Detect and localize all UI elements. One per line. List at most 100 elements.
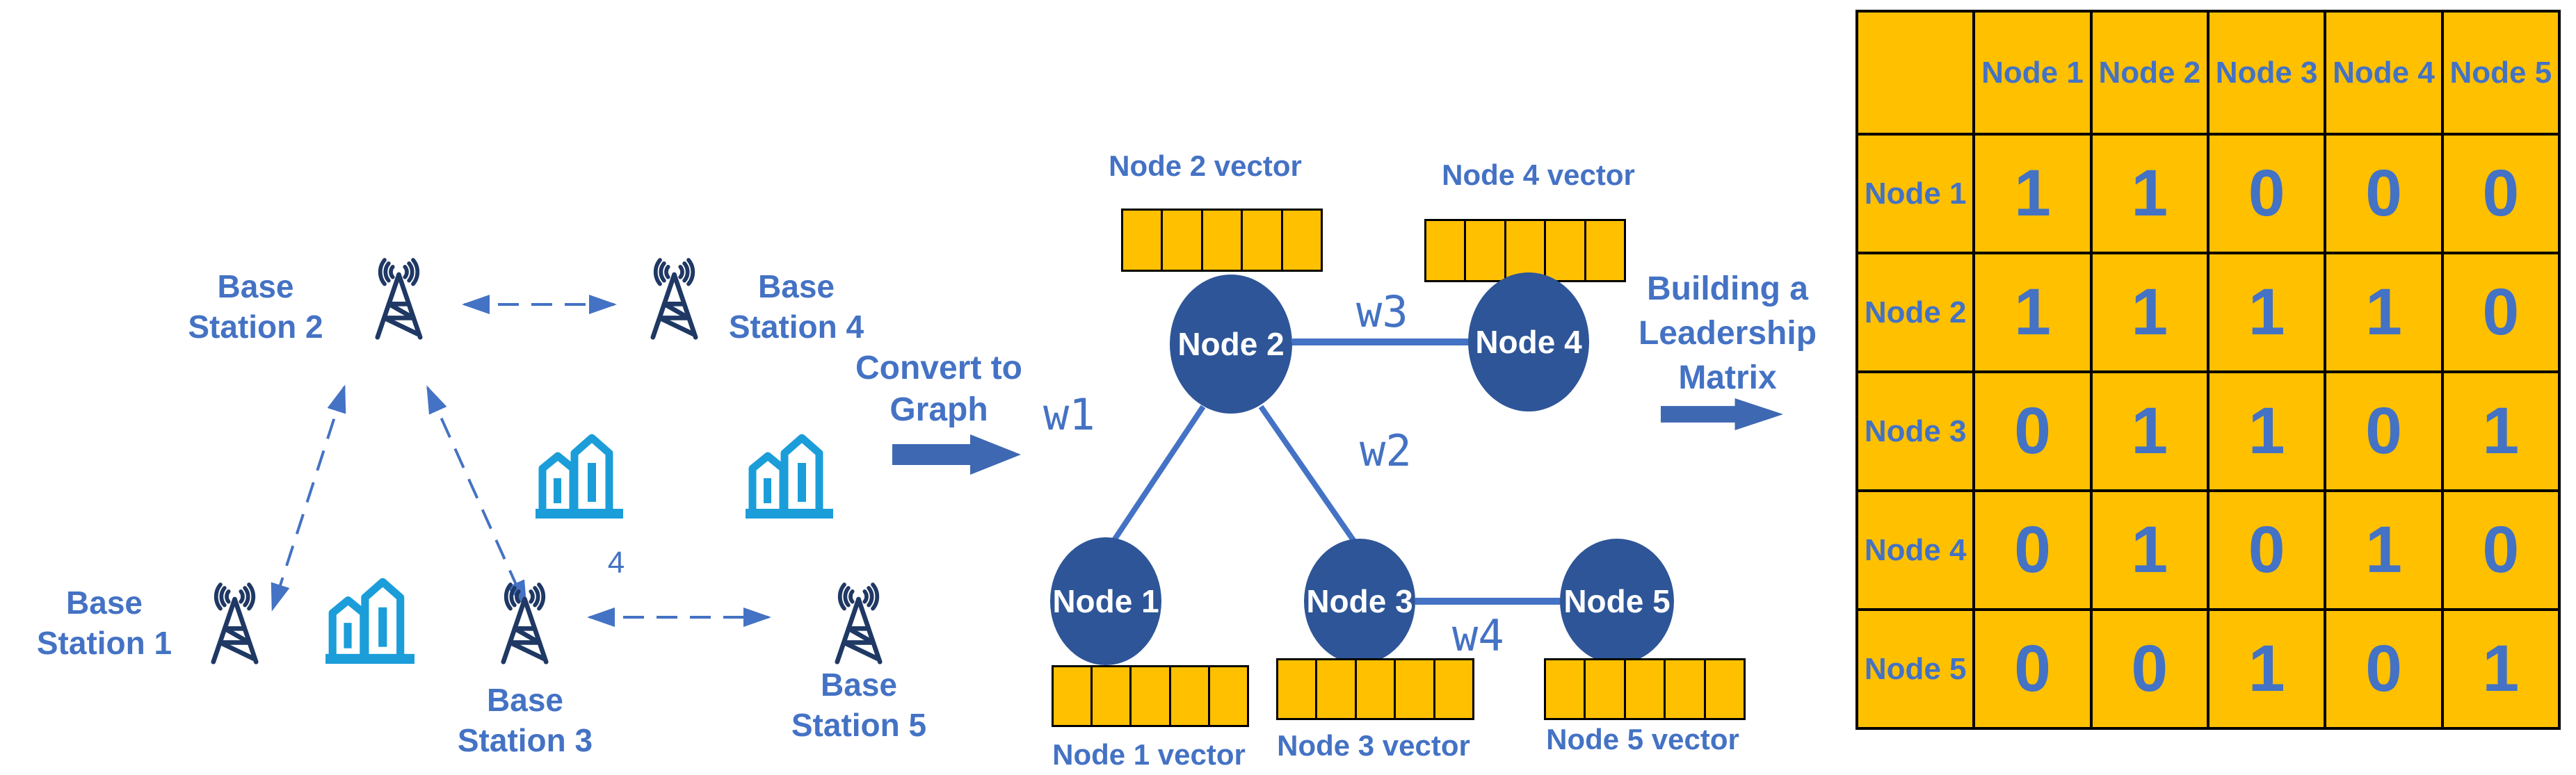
edge-w2-label: w2	[1360, 425, 1412, 476]
base-station-4-line1: Base	[758, 268, 835, 304]
matrix-row-header: Node 1	[1858, 136, 1973, 252]
matrix-value-cell: 1	[2092, 136, 2207, 252]
matrix-value-cell: 0	[1975, 373, 2090, 489]
vector-cell	[1054, 667, 1091, 725]
buildings-icon	[534, 424, 625, 521]
node-3-vector	[1276, 658, 1474, 720]
graph-node-2: Node 2	[1170, 275, 1292, 414]
matrix-value-cell: 0	[2209, 492, 2324, 608]
matrix-value-cell: 1	[2092, 373, 2207, 489]
vector-cell	[1243, 211, 1281, 270]
base-station-5-line2: Station 5	[791, 707, 927, 743]
node-2-vector	[1121, 209, 1323, 272]
base-station-2-line2: Station 2	[188, 309, 323, 345]
vector-cell	[1666, 660, 1704, 718]
node-4-vector-label: Node 4 vector	[1442, 158, 1635, 191]
node-5-vector-label: Node 5 vector	[1546, 723, 1739, 756]
matrix-value-cell: 1	[2326, 254, 2441, 370]
matrix-value-cell: 0	[2326, 373, 2441, 489]
graph-edges	[1110, 338, 1561, 605]
node-1-vector-label: Node 1 vector	[1052, 738, 1246, 771]
base-station-5-label: Base Station 5	[772, 664, 946, 745]
vector-cell	[1426, 221, 1465, 280]
vector-cell	[1317, 660, 1355, 718]
vector-cell	[1356, 660, 1394, 718]
edge-w3-label: w3	[1356, 286, 1408, 337]
edge-w4-label: w4	[1452, 610, 1504, 661]
base-station-3-line2: Station 3	[457, 722, 593, 758]
convert-line2: Graph	[889, 391, 988, 428]
matrix-value-cell: 1	[2092, 254, 2207, 370]
vector-cell	[1163, 211, 1201, 270]
matrix-value-cell: 0	[2443, 492, 2558, 608]
matrix-value-cell: 1	[2092, 492, 2207, 608]
matrix-value-cell: 0	[2443, 136, 2558, 252]
matrix-row-header: Node 3	[1858, 373, 1973, 489]
vector-cell	[1586, 221, 1625, 280]
vector-cell	[1586, 660, 1624, 718]
station-link-arrows	[271, 295, 771, 627]
radio-tower-icon	[819, 580, 899, 671]
base-station-1-line1: Base	[66, 585, 143, 621]
build-line3: Matrix	[1678, 359, 1777, 396]
vector-cell	[1396, 660, 1433, 718]
matrix-col-header: Node 1	[1975, 13, 2090, 133]
matrix-corner-cell	[1858, 13, 1973, 133]
base-station-3-label: Base Station 3	[438, 680, 612, 760]
graph-node-3: Node 3	[1304, 539, 1415, 664]
radio-tower-icon	[634, 256, 714, 346]
matrix-row-header: Node 4	[1858, 492, 1973, 608]
buildings-icon	[744, 424, 835, 521]
matrix-value-cell: 1	[2209, 373, 2324, 489]
vector-cell	[1435, 660, 1473, 718]
edge-w1-label: w1	[1043, 389, 1095, 440]
graph-node-1: Node 1	[1050, 537, 1161, 665]
vector-cell	[1278, 660, 1316, 718]
matrix-value-cell: 1	[2209, 254, 2324, 370]
vector-cell	[1506, 221, 1545, 280]
node-5-vector	[1544, 658, 1746, 720]
vector-cell	[1625, 660, 1664, 718]
matrix-col-header: Node 5	[2443, 13, 2558, 133]
matrix-col-header: Node 2	[2092, 13, 2207, 133]
radio-tower-icon	[359, 256, 439, 346]
vector-cell	[1546, 221, 1584, 280]
node-2-vector-label: Node 2 vector	[1109, 149, 1302, 182]
matrix-value-cell: 0	[1975, 611, 2090, 727]
node-1-vector	[1052, 665, 1249, 727]
stray-number-label: 4	[607, 546, 625, 580]
vector-cell	[1123, 211, 1161, 270]
matrix-col-header: Node 4	[2326, 13, 2441, 133]
base-station-3-line1: Base	[487, 682, 563, 718]
vector-cell	[1132, 667, 1169, 725]
matrix-value-cell: 0	[2326, 611, 2441, 727]
matrix-row-header: Node 2	[1858, 254, 1973, 370]
base-station-2-line1: Base	[217, 268, 294, 304]
vector-cell	[1209, 667, 1248, 725]
vector-cell	[1202, 211, 1241, 270]
base-station-5-line1: Base	[821, 667, 897, 703]
base-station-1-line2: Station 1	[36, 625, 172, 661]
radio-tower-icon	[485, 580, 565, 671]
building-matrix-label: Building a Leadership Matrix	[1623, 267, 1832, 400]
node-4-vector	[1424, 219, 1626, 282]
base-station-4-label: Base Station 4	[709, 266, 883, 347]
base-station-4-line2: Station 4	[728, 309, 864, 345]
leadership-matrix: Node 1 Node 2 Node 3 Node 4 Node 5 Node …	[1855, 10, 2561, 730]
graph-node-4: Node 4	[1468, 272, 1589, 411]
vector-cell	[1282, 211, 1321, 270]
base-station-1-label: Base Station 1	[17, 582, 191, 663]
matrix-col-header: Node 3	[2209, 13, 2324, 133]
convert-to-graph-label: Convert to Graph	[835, 348, 1043, 431]
matrix-value-cell: 0	[2443, 254, 2558, 370]
vector-cell	[1546, 660, 1584, 718]
radio-tower-icon	[195, 580, 275, 671]
matrix-value-cell: 1	[2326, 492, 2441, 608]
matrix-value-cell: 1	[2209, 611, 2324, 727]
matrix-value-cell: 1	[2443, 373, 2558, 489]
convert-line1: Convert to	[855, 350, 1022, 386]
vector-cell	[1466, 221, 1504, 280]
matrix-value-cell: 0	[2326, 136, 2441, 252]
